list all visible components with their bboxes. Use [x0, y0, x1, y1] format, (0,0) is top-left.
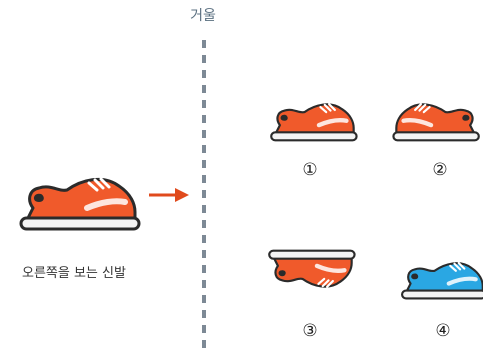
option-4-shoe-icon[interactable] — [395, 255, 483, 305]
mirror-label: 거울 — [186, 5, 220, 25]
original-shoe-caption: 오른쪽을 보는 신발 — [22, 262, 162, 281]
option-1-number[interactable]: ① — [298, 160, 322, 180]
arrow-right-icon — [147, 186, 191, 208]
option-4-number[interactable]: ④ — [431, 321, 455, 341]
option-2-number[interactable]: ② — [428, 160, 452, 180]
option-2-shoe-icon[interactable] — [392, 96, 483, 147]
mirror-line — [202, 40, 206, 351]
option-1-shoe-icon[interactable] — [264, 96, 358, 147]
original-shoe-icon — [10, 168, 142, 238]
option-3-shoe-icon[interactable] — [262, 244, 356, 295]
option-3-number[interactable]: ③ — [298, 321, 322, 341]
